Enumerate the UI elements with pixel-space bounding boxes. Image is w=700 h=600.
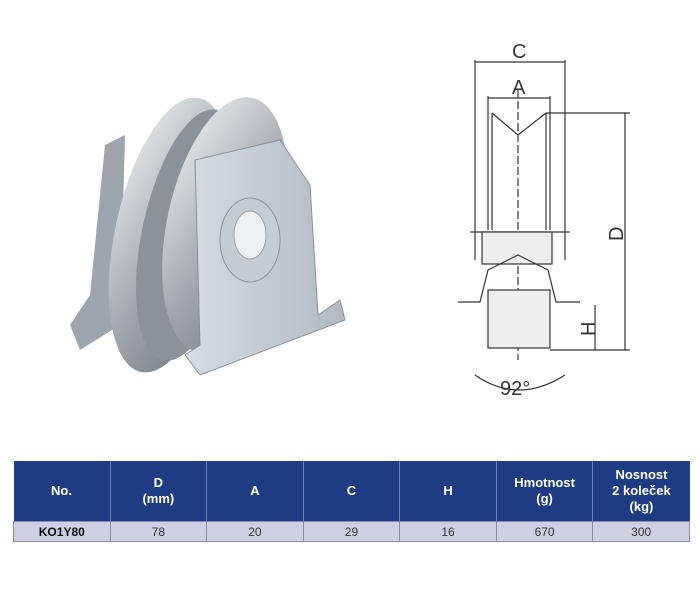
product-photo-wheel [70,97,346,376]
header-weight: Hmotnost(g) [496,461,594,522]
header-no: No. [13,461,111,522]
cell-capacity: 300 [592,521,690,542]
cell-c: 29 [303,521,401,542]
label-h: H [578,322,600,336]
table-row: KO1Y80 78 20 29 16 670 300 [13,521,690,542]
cell-weight: 670 [496,521,594,542]
cell-a: 20 [206,521,304,542]
header-d: D(mm) [110,461,208,522]
cell-no: KO1Y80 [13,521,111,542]
cell-d: 78 [110,521,208,542]
header-c: C [303,461,401,522]
label-d: D [606,227,628,241]
label-c: C [512,41,526,63]
technical-drawing: C A H D 92° [458,41,630,400]
label-angle: 92° [500,378,530,400]
header-h: H [399,461,497,522]
label-a: A [512,77,526,99]
header-a: A [206,461,304,522]
cell-h: 16 [399,521,497,542]
